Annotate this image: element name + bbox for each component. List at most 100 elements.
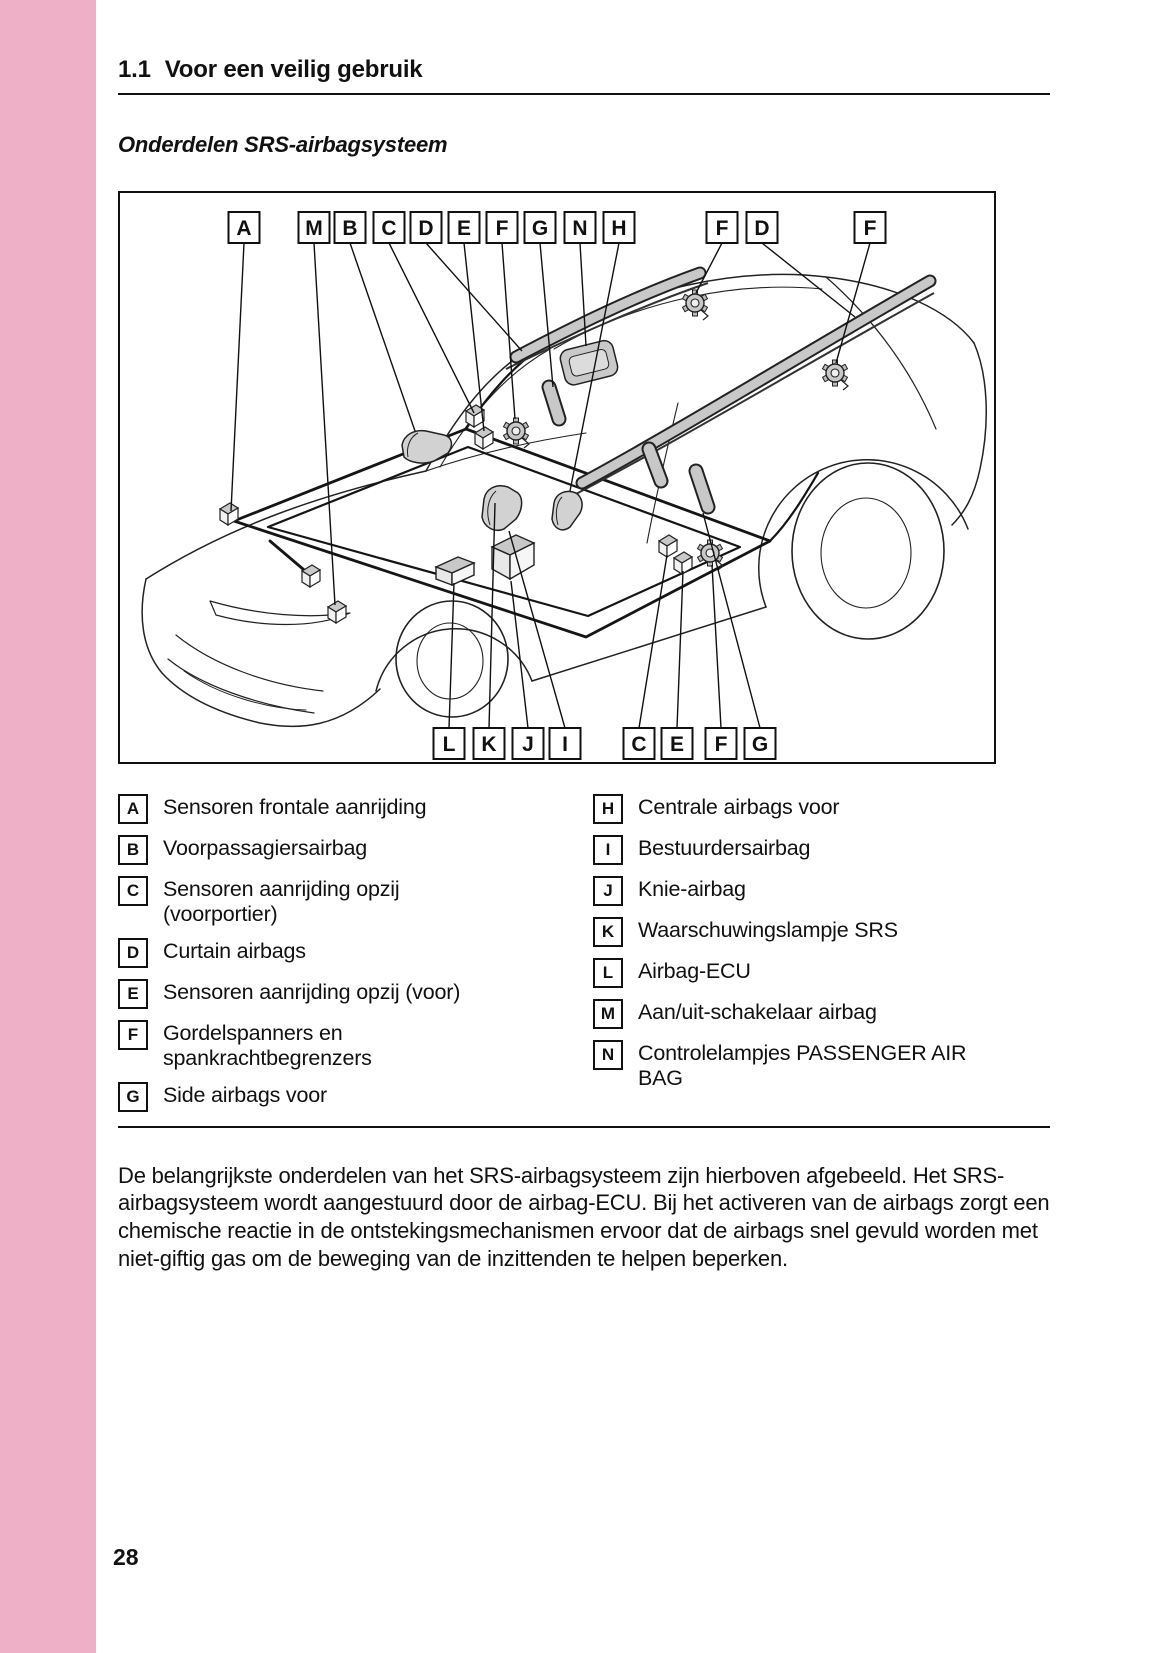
legend-label-K: Waarschuwingslampje SRS <box>638 918 898 942</box>
svg-text:C: C <box>381 217 396 240</box>
driver-airbag <box>481 485 523 531</box>
svg-text:J: J <box>522 733 534 756</box>
legend-item-L: L Airbag-ECU <box>593 957 1050 988</box>
legend-rule <box>118 1125 1050 1128</box>
diagram-label-top-1-M: M <box>297 211 331 244</box>
svg-text:A: A <box>236 217 251 240</box>
legend-item-K: K Waarschuwingslampje SRS <box>593 916 1050 947</box>
diagram-label-top-10-F: F <box>705 211 739 244</box>
legend-label-A: Sensoren frontale aanrijding <box>163 795 427 819</box>
legend-item-N: N Controlelampjes PASSENGER AIR BAG <box>593 1039 1050 1091</box>
legend-key-F: F <box>118 1019 148 1050</box>
curtain-airbag-right <box>575 274 937 490</box>
pink-accent-bar <box>0 0 96 1653</box>
title-rule <box>118 93 1050 95</box>
legend-label-M: Aan/uit-schakelaar airbag <box>638 1000 877 1024</box>
diagram-label-top-4-D: D <box>409 211 443 244</box>
legend-label-L: Airbag-ECU <box>638 959 751 983</box>
legend-label-E: Sensoren aanrijding opzij (voor) <box>163 979 461 1004</box>
srs-wiring-harness <box>225 347 820 639</box>
legend-label-I: Bestuurdersairbag <box>638 836 811 860</box>
legend-key-H: H <box>593 794 623 824</box>
airbag-ecu <box>434 556 476 587</box>
legend-label-C: Sensoren aanrijding opzij (voorportier) <box>163 877 400 926</box>
legend-item-H: H Centrale airbags voor <box>593 793 1050 824</box>
section-title: Voor een veilig gebruik <box>164 56 423 83</box>
diagram-label-top-2-B: B <box>333 211 367 244</box>
roof-rails <box>505 282 935 496</box>
legend-label-N: Controlelampjes PASSENGER AIR BAG <box>638 1041 967 1090</box>
svg-text:C: C <box>631 733 646 756</box>
svg-text:H: H <box>611 217 626 240</box>
legend-item-A: A Sensoren frontale aanrijding <box>118 793 593 824</box>
legend-label-F: Gordelspanners en spankrachtbegrenzers <box>163 1020 372 1070</box>
svg-text:F: F <box>715 733 728 756</box>
diagram-label-bottom-0-L: L <box>432 727 466 760</box>
legend-label-G: Side airbags voor <box>163 1082 327 1107</box>
diagram-label-top-0-A: A <box>227 211 261 244</box>
svg-text:M: M <box>305 217 323 240</box>
svg-text:I: I <box>562 733 568 756</box>
diagram-label-top-11-D: D <box>745 211 779 244</box>
passenger-airbag <box>401 429 453 464</box>
svg-text:D: D <box>754 217 769 240</box>
svg-text:N: N <box>572 217 587 240</box>
svg-text:G: G <box>752 733 768 756</box>
svg-text:F: F <box>496 217 509 240</box>
diagram-label-top-5-E: E <box>447 211 481 244</box>
diagram-label-bottom-4-C: C <box>622 727 656 760</box>
legend-label-B: Voorpassagiersairbag <box>163 836 367 860</box>
page-content: 1.1 Voor een veilig gebruik Onderdelen S… <box>118 0 1050 1273</box>
subsection-title: Onderdelen SRS-airbagsysteem <box>118 132 448 157</box>
legend-item-E: E Sensoren aanrijding opzij (voor) <box>118 978 593 1009</box>
legend-key-J: J <box>593 876 623 906</box>
diagram-label-top-6-F: F <box>485 211 519 244</box>
page-number: 28 <box>113 1544 139 1570</box>
diagram-frame <box>118 191 996 764</box>
section-number: 1.1 <box>118 56 151 83</box>
diagram-label-bottom-1-K: K <box>472 727 506 760</box>
diagram-label-top-8-N: N <box>563 211 597 244</box>
svg-text:G: G <box>532 217 548 240</box>
legend-key-L: L <box>593 958 623 988</box>
svg-text:B: B <box>342 217 357 240</box>
diagram-label-bottom-2-J: J <box>511 727 545 760</box>
legend-label-H: Centrale airbags voor <box>638 795 840 819</box>
diagram-label-bottom-3-I: I <box>548 727 582 760</box>
diagram-label-bottom-5-E: E <box>660 727 694 760</box>
svg-text:F: F <box>864 217 877 240</box>
side-airbag-strips <box>541 379 716 515</box>
svg-text:K: K <box>481 733 496 756</box>
page-title: 1.1 Voor een veilig gebruik <box>118 56 1050 84</box>
svg-text:E: E <box>670 733 684 756</box>
legend-label-D: Curtain airbags <box>163 938 306 963</box>
svg-text:F: F <box>716 217 729 240</box>
legend-key-C: C <box>118 876 148 906</box>
diagram-label-top-12-F: F <box>853 211 887 244</box>
diagram-label-top-7-G: G <box>523 211 557 244</box>
svg-text:L: L <box>443 733 456 756</box>
svg-text:D: D <box>418 217 433 240</box>
legend-key-N: N <box>593 1040 623 1070</box>
leader-lines <box>230 242 871 729</box>
diagram-label-bottom-6-F: F <box>704 727 738 760</box>
svg-text:E: E <box>457 217 471 240</box>
body-paragraph: De belangrijkste onderdelen van het SRS-… <box>118 1162 1050 1271</box>
legend-key-K: K <box>593 917 623 947</box>
passenger-airbag-indicator-console <box>559 339 619 386</box>
legend-key-A: A <box>118 794 148 824</box>
legend-key-E: E <box>118 978 148 1009</box>
